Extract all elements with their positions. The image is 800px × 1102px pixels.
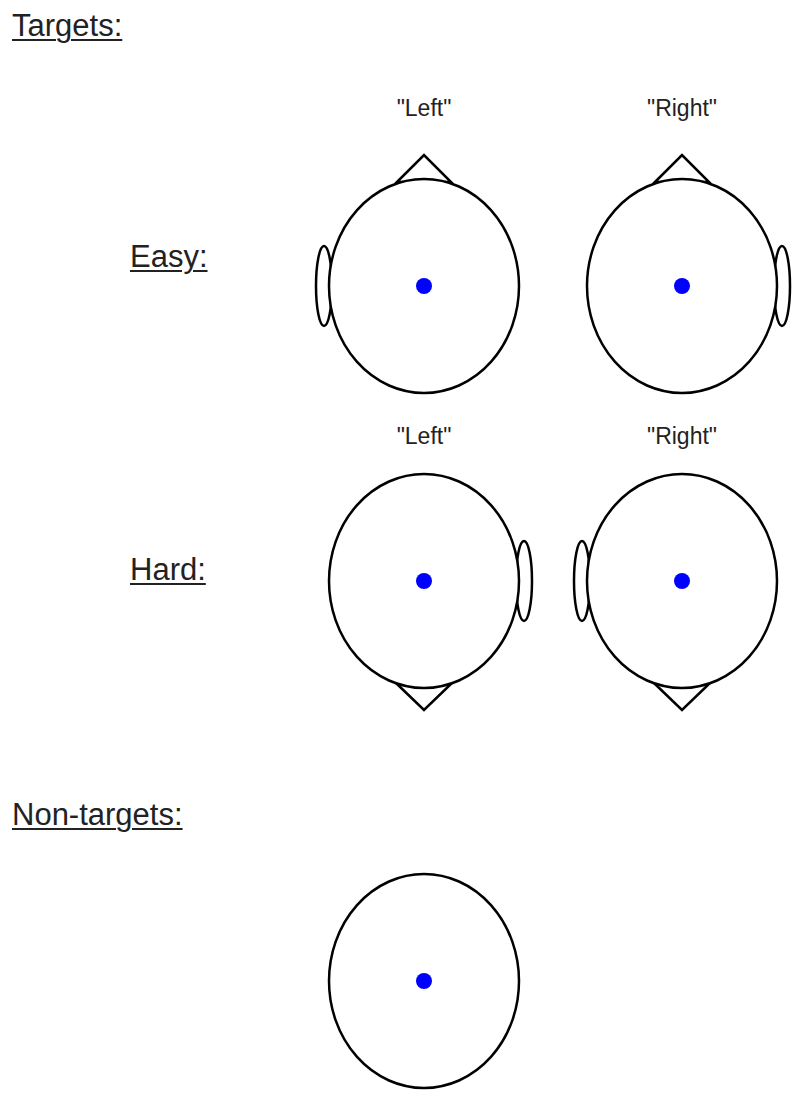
column-label: "Left"	[397, 423, 452, 449]
column-label: "Left"	[397, 95, 452, 121]
section-heading: Targets:	[12, 8, 122, 44]
fixation-dot	[674, 278, 690, 294]
column-label: "Right"	[647, 423, 717, 449]
fixation-dot	[416, 573, 432, 589]
head	[329, 874, 519, 1088]
head	[587, 179, 777, 393]
head	[587, 474, 777, 688]
fixation-dot	[416, 278, 432, 294]
fixation-dot	[416, 973, 432, 989]
fixation-dot	[674, 573, 690, 589]
section-heading: Non-targets:	[12, 797, 183, 833]
head	[329, 179, 519, 393]
column-label: "Right"	[647, 95, 717, 121]
head	[329, 474, 519, 688]
row-label: Hard:	[130, 552, 206, 588]
row-label: Easy:	[130, 239, 208, 275]
